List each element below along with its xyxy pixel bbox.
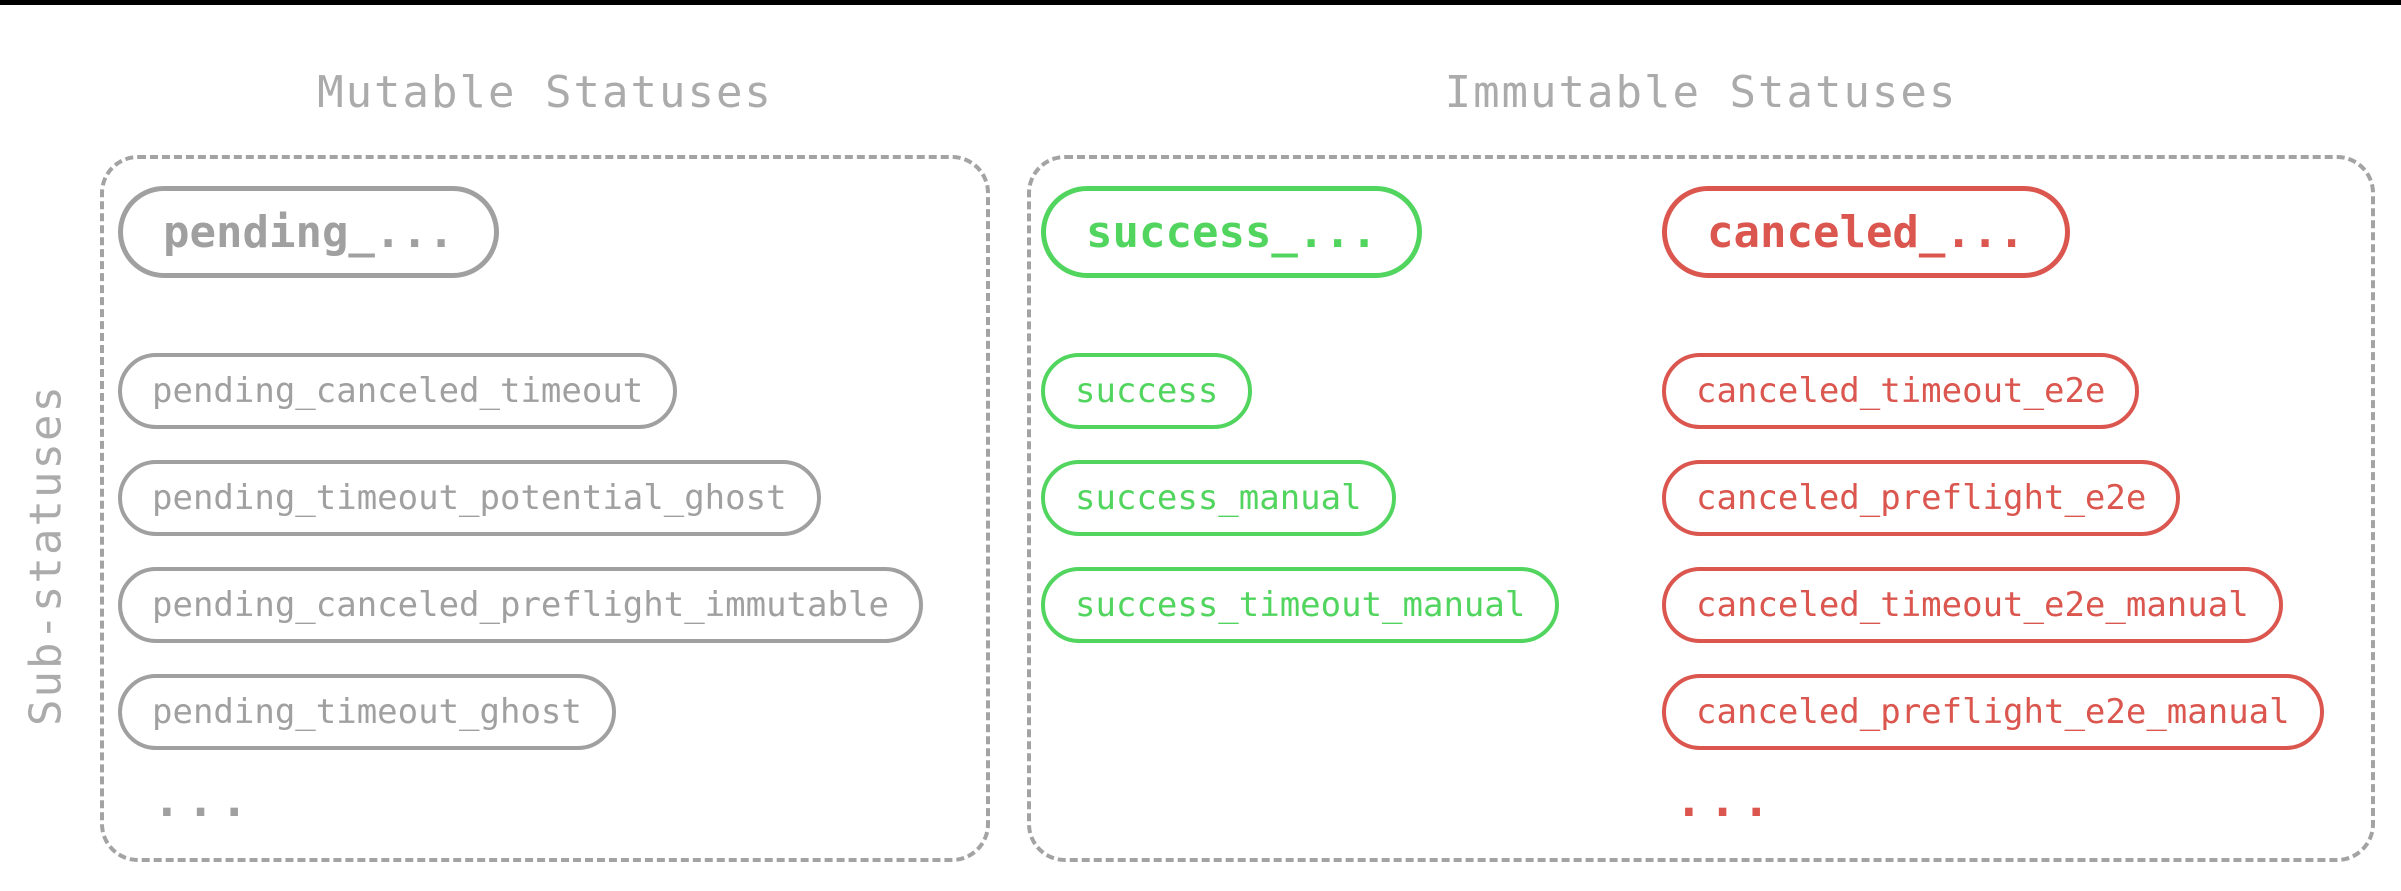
substatus-pill-pending-canceled-timeout: pending_canceled_timeout: [118, 353, 678, 429]
immutable-statuses-group: [1027, 155, 2375, 862]
sub-statuses-axis-label: Sub-statuses: [20, 384, 72, 726]
canceled-more-ellipsis: ...: [1675, 773, 1777, 827]
top-border-line: [0, 0, 2401, 5]
substatus-pill-canceled-timeout-e2e-manual: canceled_timeout_e2e_manual: [1662, 567, 2283, 643]
pending-status-header-pill: pending_...: [118, 186, 500, 278]
success-status-header-pill: success_...: [1041, 186, 1423, 278]
substatus-pill-pending-canceled-preflight-immutable: pending_canceled_preflight_immutable: [118, 567, 923, 643]
mutable-more-ellipsis: ...: [153, 773, 255, 827]
substatus-pill-canceled-preflight-e2e-manual: canceled_preflight_e2e_manual: [1662, 674, 2324, 750]
substatus-pill-success-timeout-manual: success_timeout_manual: [1041, 567, 1560, 643]
substatus-pill-pending-timeout-potential-ghost: pending_timeout_potential_ghost: [118, 460, 821, 536]
mutable-statuses-title: Mutable Statuses: [317, 67, 773, 118]
substatus-pill-success-manual: success_manual: [1041, 460, 1396, 536]
immutable-statuses-title: Immutable Statuses: [1444, 67, 1958, 118]
substatus-pill-canceled-preflight-e2e: canceled_preflight_e2e: [1662, 460, 2181, 536]
mutable-statuses-group: [100, 155, 990, 862]
substatus-pill-canceled-timeout-e2e: canceled_timeout_e2e: [1662, 353, 2140, 429]
substatus-pill-success: success: [1041, 353, 1253, 429]
canceled-status-header-pill: canceled_...: [1662, 186, 2070, 278]
substatus-pill-pending-timeout-ghost: pending_timeout_ghost: [118, 674, 616, 750]
